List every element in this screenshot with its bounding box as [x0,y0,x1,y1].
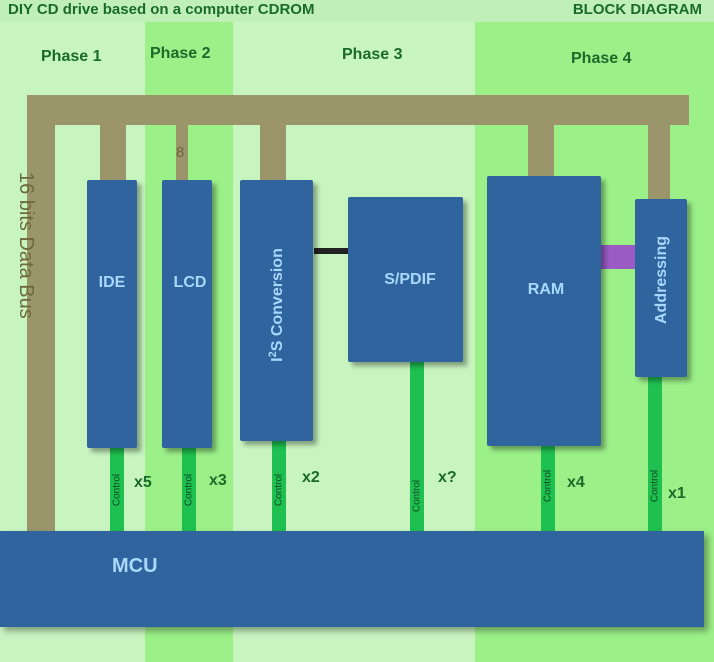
bus-drop-i2s [260,125,286,180]
phase-3-label: Phase 3 [342,46,403,63]
phase-2-label: Phase 2 [150,45,211,62]
data-bus-label: 16 bits Data Bus [15,172,37,319]
control-line-ide [110,447,124,533]
control-label-i2s: Control [273,473,285,507]
bus-right-end [670,95,689,125]
control-line-lcd [182,447,196,533]
control-label-spdif: Control [411,479,423,513]
phase-4-label: Phase 4 [571,50,632,67]
lcd-block [162,180,212,448]
header-bar [0,0,714,22]
diagram-type-label: BLOCK DIAGRAM [572,1,702,18]
data-bus-top [27,95,689,125]
addressing-label: Addressing [653,235,670,325]
multiplier-addressing: x1 [668,485,686,502]
phase-1-label: Phase 1 [41,48,102,65]
ram-label: RAM [527,281,565,298]
bus-drop-lcd [176,125,188,180]
bus-drop-ide [100,125,126,180]
multiplier-ram: x4 [567,474,585,491]
multiplier-i2s: x2 [302,469,320,486]
control-label-lcd: Control [183,473,195,507]
i2s-superscript: 2 [266,351,279,358]
i2s-spdif-link [314,248,350,254]
spdif-label: S/PDIF [384,271,436,288]
spdif-block [348,197,463,362]
control-line-ram [541,445,555,533]
ide-block [87,180,137,448]
control-label-ram: Control [542,469,554,503]
mcu-label: MCU [112,555,158,577]
lcd-label: LCD [173,274,207,291]
ram-block [487,176,601,446]
bus-drop-addressing [648,125,670,200]
i2s-conversion-label: I2S Conversion [266,248,287,362]
multiplier-spdif: x? [438,469,457,486]
multiplier-lcd: x3 [209,472,227,489]
control-label-addressing: Control [649,469,661,503]
addressing-block [635,199,687,377]
ram-addressing-link [600,245,638,269]
bus-drop-ram [528,125,554,177]
mcu-block [0,531,704,627]
i2s-conversion-block [240,180,313,441]
control-label-ide: Control [111,473,123,507]
control-line-spdif [410,362,424,533]
ide-label: IDE [98,274,126,291]
data-bus-left [27,95,55,535]
control-line-i2s [272,440,286,533]
multiplier-ide: x5 [134,474,152,491]
diagram-title: DIY CD drive based on a computer CDROM [8,1,315,18]
control-line-addressing [648,377,662,533]
lcd-bus-width-label: 8 [176,144,185,161]
